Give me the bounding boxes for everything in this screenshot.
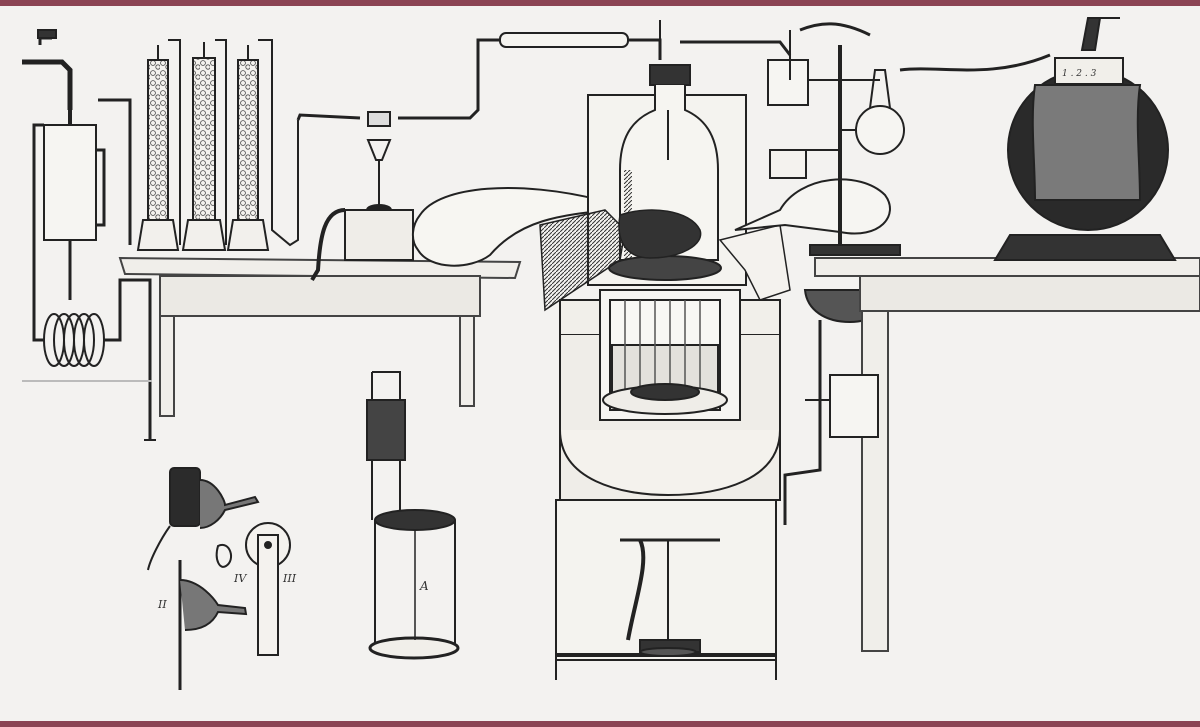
right-stand (767, 22, 1051, 256)
fig-ii-label: II (157, 598, 167, 611)
water-reservoir-and-coil (22, 29, 156, 441)
fig-a-label: A (419, 579, 429, 593)
funnel-stand (310, 111, 414, 282)
central-apparatus (555, 64, 781, 680)
right-table (814, 257, 1200, 652)
gasometer (993, 17, 1177, 261)
operator-arm (539, 209, 791, 312)
drain-vessel (783, 320, 879, 525)
purifying-columns (136, 39, 299, 251)
gauge-digits: 1 . 2 . 3 (1062, 69, 1097, 79)
top-border (0, 0, 1200, 6)
bottom-border (0, 721, 1200, 727)
connecting-pipes (296, 20, 792, 121)
fig-iv-label: IV (233, 572, 247, 585)
bellows-bag (412, 187, 613, 267)
left-table (118, 256, 522, 417)
fig-iii-label: III (282, 572, 297, 585)
detail-figures (147, 467, 291, 690)
figure-a-cage (366, 371, 460, 660)
